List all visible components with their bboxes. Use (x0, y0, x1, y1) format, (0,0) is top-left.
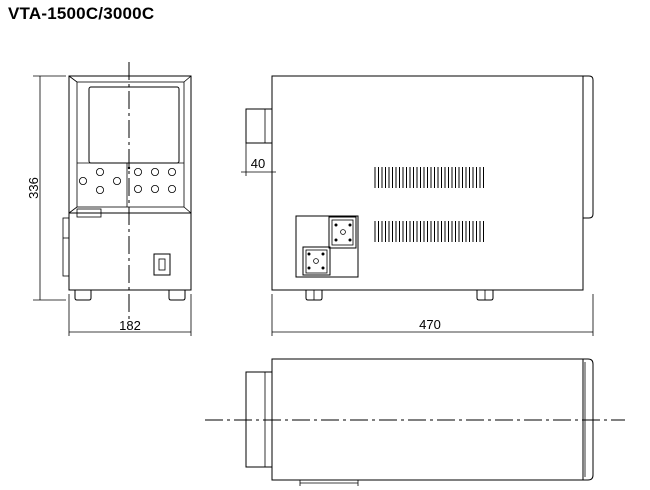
drawing-title: VTA-1500C/3000C (8, 4, 155, 23)
front-buttons-left (79, 167, 122, 194)
front-lower-body (68, 212, 192, 291)
side-connector-box (295, 215, 359, 278)
front-buttons-right (133, 167, 176, 193)
front-bezel (76, 81, 185, 208)
width-dimension-label: 182 (119, 318, 141, 333)
front-side-tab (62, 217, 70, 277)
front-foot-left (74, 290, 92, 301)
side-vent-lower (374, 221, 484, 242)
front-label-plate (76, 208, 102, 218)
side-vent-upper (374, 167, 484, 188)
front-view: 336 182 (26, 62, 192, 336)
front-foot-right (168, 290, 186, 301)
screen (88, 86, 180, 164)
top-view (205, 358, 625, 486)
front-connector (153, 253, 171, 276)
side-front-protrusion (245, 108, 273, 144)
side-rear-handle (583, 75, 594, 219)
side-view: 40 470 (241, 75, 594, 336)
protrusion-dimension-label: 40 (251, 156, 265, 171)
depth-dimension-label: 470 (419, 317, 441, 332)
height-dimension-label: 336 (26, 177, 41, 199)
